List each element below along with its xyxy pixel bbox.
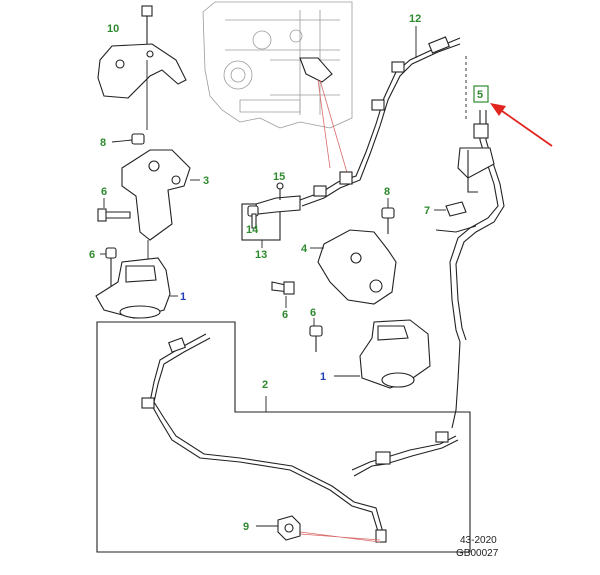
right-lower-pipe [451,341,461,429]
part-5-right-pipe [435,110,505,343]
callout-10: 10 [107,23,119,35]
callout-6-left-upper: 6 [101,186,107,198]
part-6-bolt-centre-b [309,318,323,352]
part-6-bolt-left-a [97,198,131,222]
callout-6-left-lower: 6 [89,249,95,261]
highlight-arrow [490,103,553,147]
callout-4: 4 [301,243,308,255]
callout-1-centre: 1 [320,371,326,383]
footer-ref-code: 43-2020 [460,535,497,546]
part-6-bolt-centre-a [271,281,295,308]
part-2-pipe-assembly [141,333,459,543]
part-12-vacuum-pipe [299,36,461,207]
callout-1-left: 1 [180,291,186,303]
part-1-mount-left [95,257,178,319]
callout-13: 13 [255,249,267,261]
part-7-bolt [434,201,467,217]
callout-14: 14 [246,224,259,236]
callout-5: 5 [477,89,483,101]
part-8-bolt-centre [381,198,395,234]
callout-7: 7 [424,205,430,217]
part-4-bracket [310,229,397,305]
callout-8-centre: 8 [384,186,390,198]
callout-6-centre: 6 [282,309,288,321]
part-10-heat-shield [97,5,187,99]
part-8-bolt-left [111,133,145,145]
callout-8-left: 8 [100,137,106,149]
callout-2: 2 [262,379,268,391]
callout-6-centre-lower: 6 [310,307,316,319]
engine-block [202,1,353,129]
part-13-14-15-connector [241,182,301,241]
footer-image-code: GB00027 [456,548,499,559]
callout-15: 15 [273,171,285,183]
part-3-bracket [121,149,200,241]
callout-12: 12 [409,13,421,25]
assembly-boundary [96,321,471,553]
callout-9: 9 [243,521,249,533]
part-1-mount-centre [334,319,431,389]
part-5-highlight-box [473,85,489,103]
part-9-sensor [256,515,301,541]
callout-3: 3 [203,175,209,187]
